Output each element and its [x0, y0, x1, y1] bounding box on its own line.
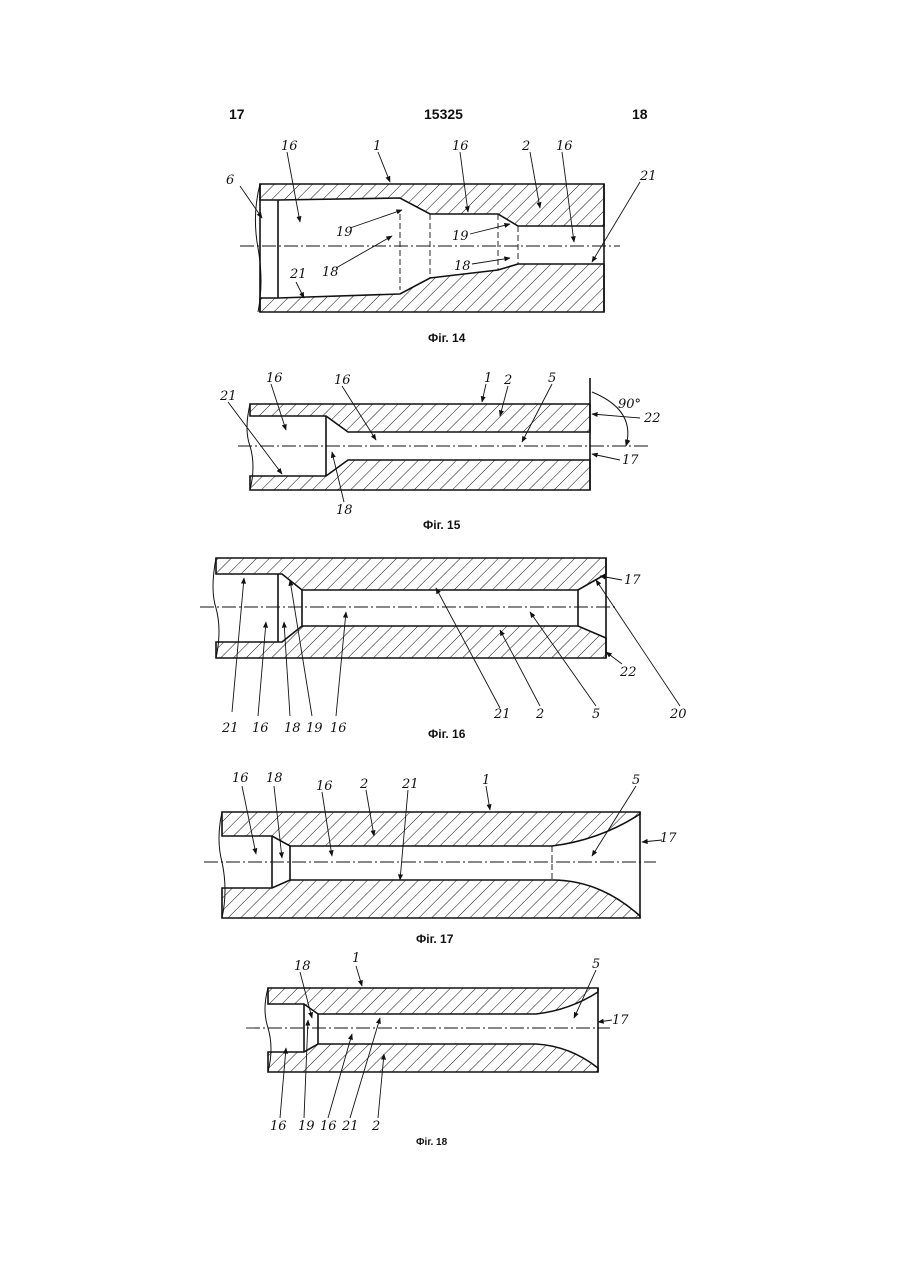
fig18-label-21: 21 — [341, 1119, 359, 1134]
fig18-label-18: 18 — [294, 959, 311, 974]
fig18-label-19: 19 — [298, 1119, 315, 1134]
fig18-label-16a: 16 — [270, 1119, 287, 1134]
fig18-label-16b: 16 — [320, 1119, 337, 1134]
fig18-label-5: 5 — [592, 957, 600, 972]
fig18-label-1: 1 — [352, 951, 360, 966]
fig18-label-2: 2 — [371, 1119, 380, 1134]
fig18-label-17: 17 — [612, 1013, 629, 1028]
figure-18-drawing: 18 1 5 17 16 19 16 21 2 — [0, 0, 901, 1150]
figure-18-caption: Фіг. 18 — [416, 1137, 447, 1148]
